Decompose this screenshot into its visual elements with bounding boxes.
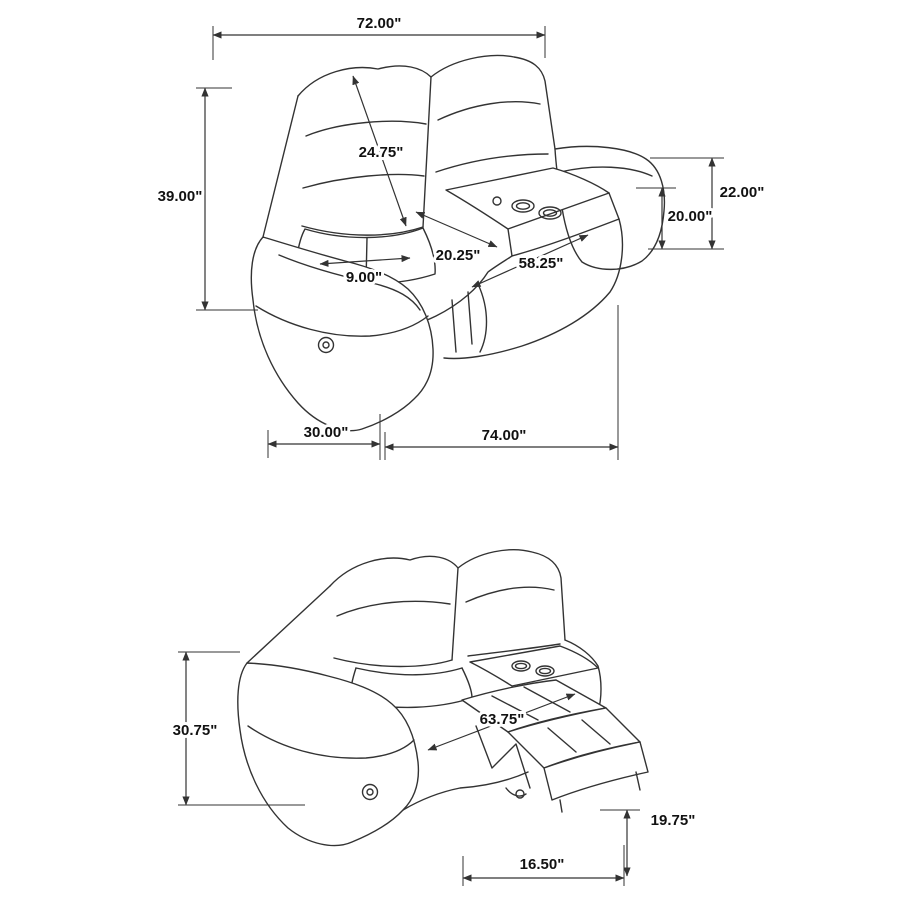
- skirt-flap: [477, 283, 488, 353]
- headrest-seam-right: [465, 586, 555, 603]
- dim-footrest-length: 16.50": [462, 845, 625, 886]
- base-bottom: [443, 218, 624, 360]
- dim-back-height-label: 24.75": [359, 144, 404, 161]
- footrest-leg: [635, 771, 641, 791]
- cup-holder-inner-icon: [514, 662, 528, 670]
- dim-overall-depth: 30.00": [267, 414, 381, 460]
- cup-holder-inner-icon: [542, 209, 558, 217]
- dim-back-height: 24.75": [352, 75, 407, 227]
- footrest-front-face: [543, 741, 649, 801]
- left-arm: [237, 662, 420, 847]
- dim-reclined-height: 30.75": [170, 651, 305, 806]
- dim-footrest-height: 19.75": [600, 809, 698, 877]
- dim-base-length: 74.00": [384, 305, 619, 460]
- back-center-seam: [451, 567, 459, 661]
- power-recliner-button-icon: [317, 336, 335, 354]
- footrest-leg: [559, 799, 563, 813]
- console-top: [469, 645, 599, 687]
- upright-view: 72.00" 39.00" 24.75" 22.00" 20.00": [155, 12, 767, 460]
- dim-overall-width: 72.00": [212, 12, 546, 60]
- seat-side-seam: [461, 667, 473, 699]
- back-left-edge: [262, 95, 299, 238]
- dim-console-height-label: 20.00": [668, 208, 713, 225]
- cup-holder-inner-icon: [515, 202, 531, 210]
- headrest-seam-left: [305, 120, 427, 137]
- sofa-upright-drawing: [250, 54, 666, 432]
- cup-holder-icon: [535, 665, 555, 677]
- dim-interior-seat-width-label: 58.25": [519, 255, 564, 272]
- back-left-edge: [246, 585, 331, 664]
- dim-console-width: 9.00": [319, 254, 411, 289]
- lumbar-seam-left: [302, 173, 425, 189]
- dim-footrest-length-label: 16.50": [520, 856, 565, 873]
- dim-reclined-depth-label: 63.75": [480, 711, 525, 728]
- power-recliner-button-inner-icon: [366, 788, 374, 796]
- back-bottom-seam: [301, 225, 424, 236]
- dim-footrest-height-label: 19.75": [651, 812, 696, 829]
- cup-holder-icon: [511, 199, 535, 213]
- cup-holder-icon: [511, 660, 531, 672]
- left-arm: [250, 236, 434, 432]
- lumbar-seam-right: [435, 153, 549, 173]
- cup-holder-inner-icon: [538, 667, 552, 675]
- left-arm-top-seam: [278, 254, 421, 311]
- dim-base-length-label: 74.00": [482, 427, 527, 444]
- skirt-pleat: [467, 291, 473, 345]
- right-arm: [554, 145, 666, 271]
- left-arm-mid-seam: [247, 725, 415, 759]
- dim-console-width-label: 9.00": [346, 269, 382, 286]
- cup-holder-icon: [538, 206, 562, 220]
- headrest-seam-right: [437, 101, 541, 121]
- dim-overall-width-label: 72.00": [357, 15, 402, 32]
- right-arm-seam: [559, 166, 653, 177]
- seat-top-seam: [355, 667, 463, 676]
- footrest-quilt-seam: [581, 719, 611, 745]
- headrest-seam-left: [336, 600, 451, 617]
- dim-seat-depth: 20.25": [415, 211, 498, 267]
- power-recliner-button-inner-icon: [322, 341, 330, 349]
- back-bottom-seam-right: [467, 643, 561, 657]
- reclined-view: 30.75" 63.75" 19.75" 16.50": [170, 549, 698, 886]
- dim-interior-seat-width: 58.25": [471, 234, 589, 288]
- dim-overall-height: 39.00": [155, 87, 258, 311]
- dim-overall-height-label: 39.00": [158, 188, 203, 205]
- dim-seat-depth-label: 20.25": [436, 247, 481, 264]
- left-arm-mid-seam: [255, 305, 429, 337]
- dim-overall-depth-label: 30.00": [304, 424, 349, 441]
- release-handle-knob-icon: [515, 789, 525, 799]
- skirt-pleat: [451, 299, 457, 353]
- back-center-seam: [422, 76, 432, 228]
- dim-console-height: 20.00": [636, 187, 715, 250]
- console-button-icon: [492, 196, 502, 206]
- backrest-outline: [329, 549, 566, 641]
- dim-reclined-depth: 63.75": [427, 693, 576, 751]
- dim-reclined-height-label: 30.75": [173, 722, 218, 739]
- power-recliner-button-icon: [361, 783, 379, 801]
- dim-arm-height: 22.00": [648, 157, 767, 250]
- dim-arm-height-label: 22.00": [720, 184, 765, 201]
- base-under-seat: [402, 771, 529, 811]
- back-bottom-seam-left: [333, 657, 453, 668]
- sofa-reclined-drawing: [237, 549, 649, 847]
